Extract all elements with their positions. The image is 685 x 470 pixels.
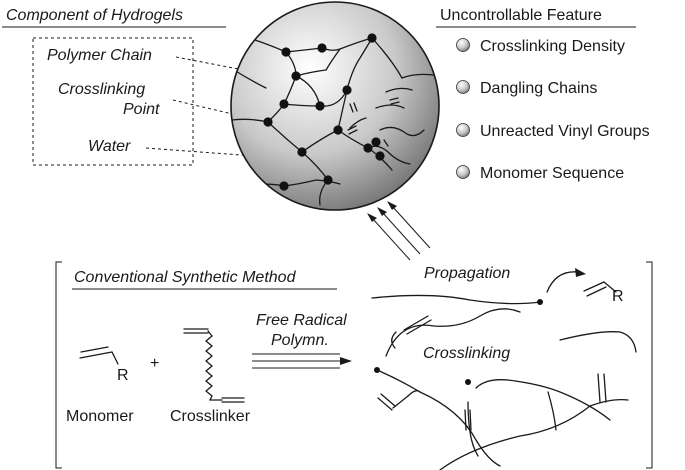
reaction-label-line1: Free Radical <box>256 312 347 329</box>
bullet-icon <box>456 165 470 179</box>
hydrogel-components-title: Component of Hydrogels <box>6 7 183 24</box>
growing-polymer-chains <box>371 268 637 470</box>
triple-arrow-up-icon <box>367 201 431 261</box>
uncontrollable-title: Uncontrollable Feature <box>440 7 602 24</box>
feature-item: Crosslinking Density <box>480 38 625 55</box>
reaction-label-line2: Polymn. <box>271 332 329 349</box>
conventional-method-bracket <box>55 261 653 469</box>
bullet-icon <box>456 123 470 137</box>
conventional-method-title: Conventional Synthetic Method <box>74 269 297 286</box>
monomer-structure <box>79 346 119 365</box>
plus-sign: + <box>150 355 159 372</box>
triple-arrow-right-icon <box>252 353 352 369</box>
crosslinking-label: Crosslinking <box>423 345 510 362</box>
feature-item: Dangling Chains <box>480 80 597 97</box>
crosslinker-structure <box>183 328 245 403</box>
component-labels-box <box>32 37 194 166</box>
hydrogel-network-sphere <box>230 1 440 211</box>
label-point: Point <box>123 101 160 118</box>
label-polymer-chain: Polymer Chain <box>47 47 152 64</box>
bullet-icon <box>456 80 470 94</box>
propagation-r-group: R <box>612 288 624 305</box>
crosslinker-label: Crosslinker <box>170 408 251 425</box>
propagation-label: Propagation <box>424 265 510 282</box>
monomer-label: Monomer <box>66 408 134 425</box>
feature-item: Monomer Sequence <box>480 165 624 182</box>
monomer-r-group: R <box>117 367 129 384</box>
feature-item: Unreacted Vinyl Groups <box>480 123 650 140</box>
bullet-icon <box>456 38 470 52</box>
label-water: Water <box>88 138 131 155</box>
uncontrollable-list: Crosslinking Density Dangling Chains Unr… <box>456 38 650 182</box>
label-crosslinking: Crosslinking <box>58 81 145 98</box>
